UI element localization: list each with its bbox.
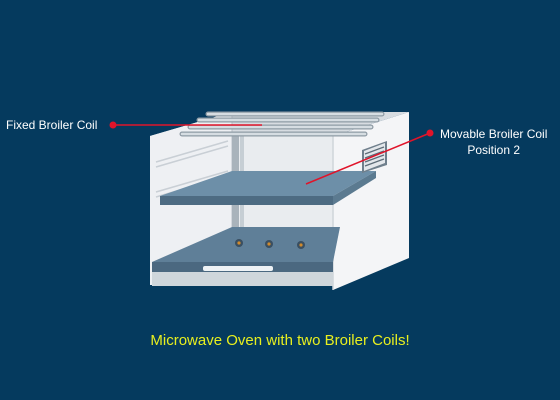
tray-handle	[203, 266, 273, 271]
pointer-dot-icon	[426, 129, 434, 137]
diagram-caption: Microwave Oven with two Broiler Coils!	[150, 332, 410, 349]
movable-coil-label-line2: Position 2	[467, 143, 521, 157]
movable-coil-label: Movable Broiler Coil Position 2	[440, 126, 547, 158]
movable-coil-label-line1: Movable Broiler Coil	[440, 127, 548, 141]
movable-broiler-shelf	[160, 171, 376, 205]
oven-right-wall	[333, 112, 409, 290]
pointer-dot-icon	[109, 121, 117, 129]
fixed-broiler-coil	[179, 111, 385, 137]
fixed-coil-label: Fixed Broiler Coil	[6, 118, 98, 132]
tray-heater-dots	[235, 239, 305, 249]
vent-grille-icon	[362, 141, 387, 173]
movable-coil-pointer-line	[305, 132, 431, 185]
